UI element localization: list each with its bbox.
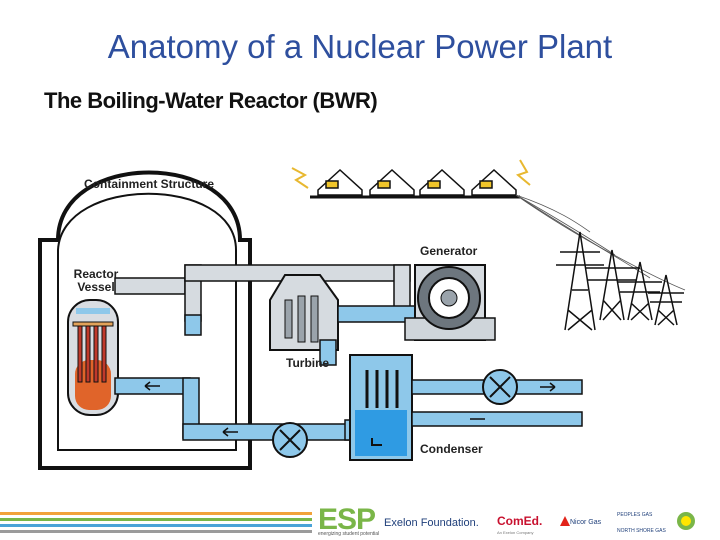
generator-label: Generator: [420, 244, 478, 258]
diagram-title: The Boiling-Water Reactor (BWR): [44, 88, 378, 113]
condenser: [349, 354, 413, 461]
flow-arrows: [144, 381, 556, 437]
esp-logo: ESP: [318, 503, 376, 536]
condenser-label: Condenser: [420, 442, 483, 456]
esp-logo-subtitle: energizing student potential: [318, 531, 380, 537]
exelon-foundation-logo: Exelon Foundation.: [384, 517, 479, 529]
reactor-label-line1: Reactor: [73, 267, 119, 281]
footer-stripes: [0, 512, 312, 533]
pump: [272, 422, 308, 458]
transmission-towers: [556, 231, 684, 331]
nicor-gas-logo: Nicor Gas: [570, 519, 602, 526]
cooling-pump: [482, 369, 518, 405]
north-shore-gas-logo: NORTH SHORE GAS: [617, 528, 666, 534]
containment-structure-label: Containment Structure: [84, 177, 215, 191]
reactor-vessel-label: Reactor Vessel: [72, 268, 120, 294]
reactor-label-line2: Vessel: [77, 280, 115, 294]
containment-inner: [57, 192, 237, 451]
power-lines: [515, 194, 686, 291]
turbine: [269, 274, 339, 351]
exhaust-pipe: [319, 339, 337, 366]
comed-logo-subtitle: An Exelon Company: [497, 530, 534, 535]
reactor-vessel: [67, 299, 119, 416]
houses: [291, 159, 531, 199]
peoples-gas-logo: PEOPLES GAS: [617, 512, 653, 518]
bp-logo-icon: [677, 512, 695, 530]
turbine-label: Turbine: [286, 356, 330, 370]
steam-pipe: [114, 264, 411, 322]
slide-title: Anatomy of a Nuclear Power Plant: [107, 28, 613, 65]
generator: [404, 264, 496, 341]
nicor-logo-icon: [560, 516, 570, 526]
comed-logo: ComEd.: [497, 514, 543, 528]
